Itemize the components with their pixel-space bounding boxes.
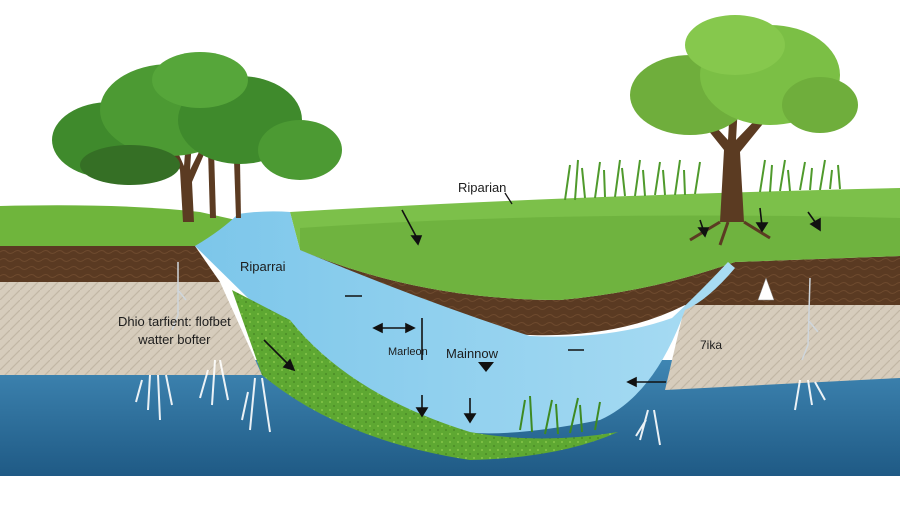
triangle-marker-icon [478,362,494,372]
marsh-label: Marleon [388,346,428,358]
tree-icon [630,15,858,246]
wetland-zone [232,290,618,460]
left-topsoil-layer [0,246,220,282]
root-icon [171,262,819,361]
root-icon [135,359,826,446]
riparian-water-label: Riparrai [240,259,286,274]
buffer-label: Dhio tarfient: flofbet watter bofter [118,313,231,349]
riparian-label: Riparian [458,180,507,195]
main-channel-label: Mainnow [446,346,499,361]
tika-label: 7ika [700,338,723,352]
right-sediment-layer [665,305,900,390]
grass-tuft-icon [519,395,601,435]
buffer-label-line1: Dhio tarfient: flofbet [118,314,231,329]
ground-base [0,476,900,514]
buffer-label-line2: watter bofter [138,332,211,347]
stream-channel [195,211,735,434]
triangle-marker-icon [757,277,775,301]
tree-icon [52,52,342,222]
left-sediment-layer [0,282,262,375]
label-leader-line [504,192,513,205]
grass-tuft-icon [564,159,841,201]
right-grass-shade [300,215,900,300]
flow-arrow-icon [263,207,821,424]
